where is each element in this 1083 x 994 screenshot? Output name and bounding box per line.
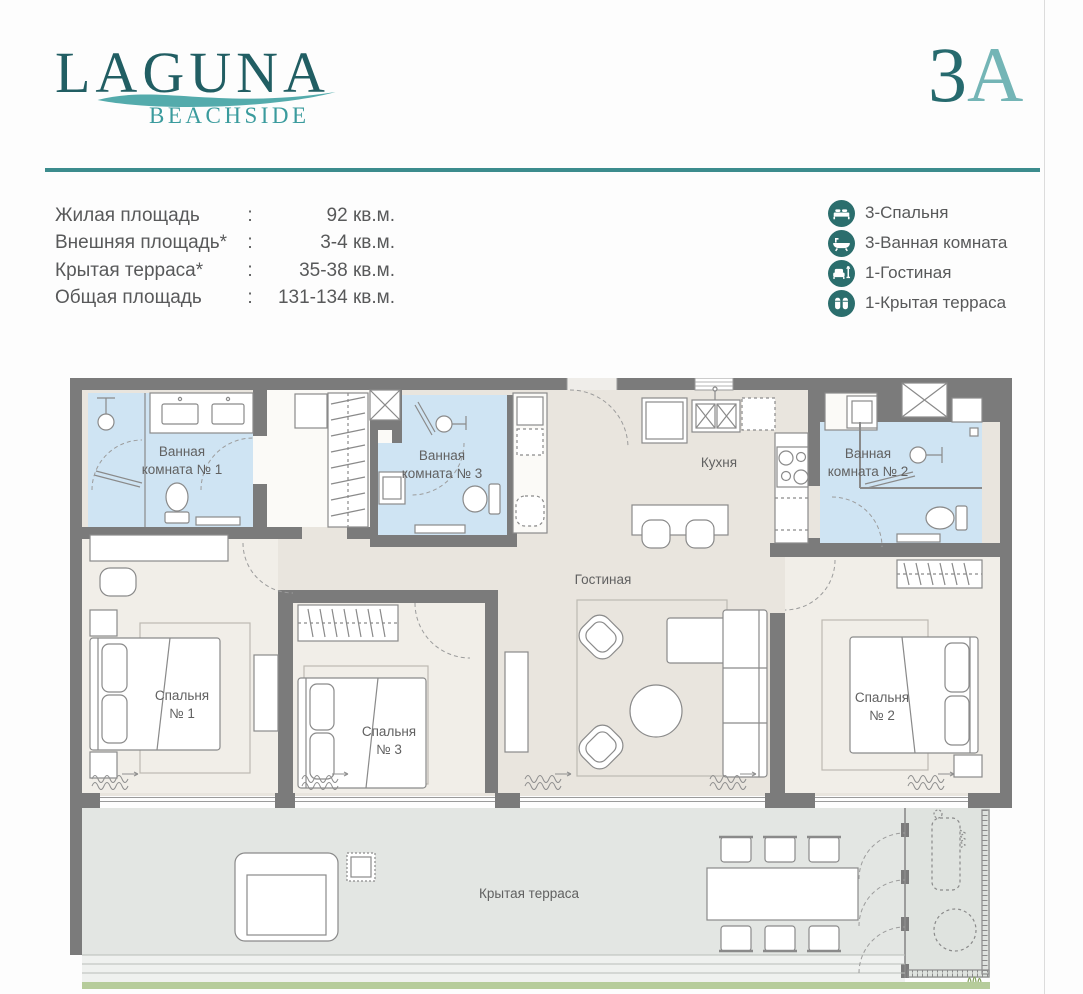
legend: 3-Спальня 3-Ванная комната 1-Гостиная xyxy=(828,198,1007,318)
terrace-chairs-icon xyxy=(828,289,855,317)
living-furniture xyxy=(576,599,768,778)
bathroom2-label: Ванная xyxy=(845,446,891,461)
kitchen-label: Кухня xyxy=(701,455,737,470)
brand-logo: LAGUNA BEACHSIDE xyxy=(55,44,355,129)
kitchen-furniture xyxy=(631,386,809,549)
spec-separator: : xyxy=(247,232,253,254)
spec-value: 35-38 кв.м. xyxy=(299,259,395,281)
bedroom2-furniture xyxy=(821,559,983,778)
legend-item-terrace: 1-Крытая терраса xyxy=(828,288,1007,318)
spec-label: Общая площадь xyxy=(55,287,202,309)
spec-separator: : xyxy=(247,287,253,309)
brand-name: LAGUNA xyxy=(55,40,330,105)
furniture xyxy=(89,382,990,983)
bathtub-icon xyxy=(828,229,855,257)
unit-number: 3A xyxy=(928,36,1023,114)
bathroom3-label: Ванная xyxy=(419,448,465,463)
legend-label: 3-Спальня xyxy=(865,203,949,222)
unit-letter: A xyxy=(967,31,1024,118)
unit-digit: 3 xyxy=(928,31,967,118)
bathroom1-label: комната № 1 xyxy=(142,462,223,477)
spec-row: Крытая терраса* : 35-38 кв.м. xyxy=(55,257,395,285)
bathroom2-fixtures xyxy=(859,422,982,543)
spec-value: 92 кв.м. xyxy=(326,204,395,226)
specs-table: Жилая площадь : 92 кв.м. Внешняя площадь… xyxy=(55,202,395,312)
bedroom1-furniture xyxy=(89,534,279,779)
page-edge-line xyxy=(1044,0,1045,994)
spec-label: Крытая терраса* xyxy=(55,259,204,281)
closet-rack xyxy=(294,392,369,528)
legend-item-bedrooms: 3-Спальня xyxy=(828,198,1007,228)
bedroom3-label: № 3 xyxy=(376,742,402,757)
spec-row: Жилая площадь : 92 кв.м. xyxy=(55,202,395,230)
shafts-and-counter xyxy=(369,382,983,431)
spec-separator: : xyxy=(247,204,253,226)
bathroom2-label: комната № 2 xyxy=(828,464,909,479)
door-arcs xyxy=(91,389,906,974)
terrace-furniture xyxy=(234,809,990,983)
sofa-icon xyxy=(828,259,855,287)
bathroom3-label: комната № 3 xyxy=(402,466,483,481)
spec-label: Жилая площадь xyxy=(55,204,200,226)
bedroom3-furniture xyxy=(297,604,529,789)
legend-item-bathrooms: 3-Ванная комната xyxy=(828,228,1007,258)
living-label: Гостиная xyxy=(575,572,632,587)
floor-plan-drawing: Ванная комната № 1 Ванная комната № 3 Ку… xyxy=(70,377,1012,989)
bedroom1-label: № 1 xyxy=(169,706,195,721)
floor-plan: Ванная комната № 1 Ванная комната № 3 Ку… xyxy=(70,377,1012,990)
walls xyxy=(70,378,1012,978)
bedroom3-label: Спальня xyxy=(362,724,416,739)
bedroom2-label: Спальня xyxy=(855,690,909,705)
spec-separator: : xyxy=(247,259,253,281)
openings xyxy=(82,377,968,978)
legend-item-living: 1-Гостиная xyxy=(828,258,1007,288)
spec-label: Внешняя площадь* xyxy=(55,232,228,254)
spec-row: Общая площадь : 131-134 кв.м. xyxy=(55,285,395,313)
legend-label: 1-Крытая терраса xyxy=(865,293,1007,312)
brand-subtitle: BEACHSIDE xyxy=(149,103,310,128)
spec-value: 3-4 кв.м. xyxy=(320,232,395,254)
bedroom1-label: Спальня xyxy=(155,688,209,703)
room-labels: Ванная комната № 1 Ванная комната № 3 Ку… xyxy=(142,444,909,901)
legend-label: 3-Ванная комната xyxy=(865,233,1008,252)
spec-value: 131-134 кв.м. xyxy=(277,287,395,309)
bathroom1-label: Ванная xyxy=(159,444,205,459)
spec-row: Внешняя площадь* : 3-4 кв.м. xyxy=(55,230,395,258)
terrace-label: Крытая терраса xyxy=(479,886,579,901)
divider-line xyxy=(45,168,1040,172)
legend-label: 1-Гостиная xyxy=(865,263,952,282)
bed-icon xyxy=(828,199,855,227)
bedroom2-label: № 2 xyxy=(869,708,895,723)
wave-icon xyxy=(97,92,336,107)
bathroom3-fixtures xyxy=(378,401,501,534)
hall-storage xyxy=(512,392,548,534)
bathroom1-fixtures xyxy=(93,392,254,527)
